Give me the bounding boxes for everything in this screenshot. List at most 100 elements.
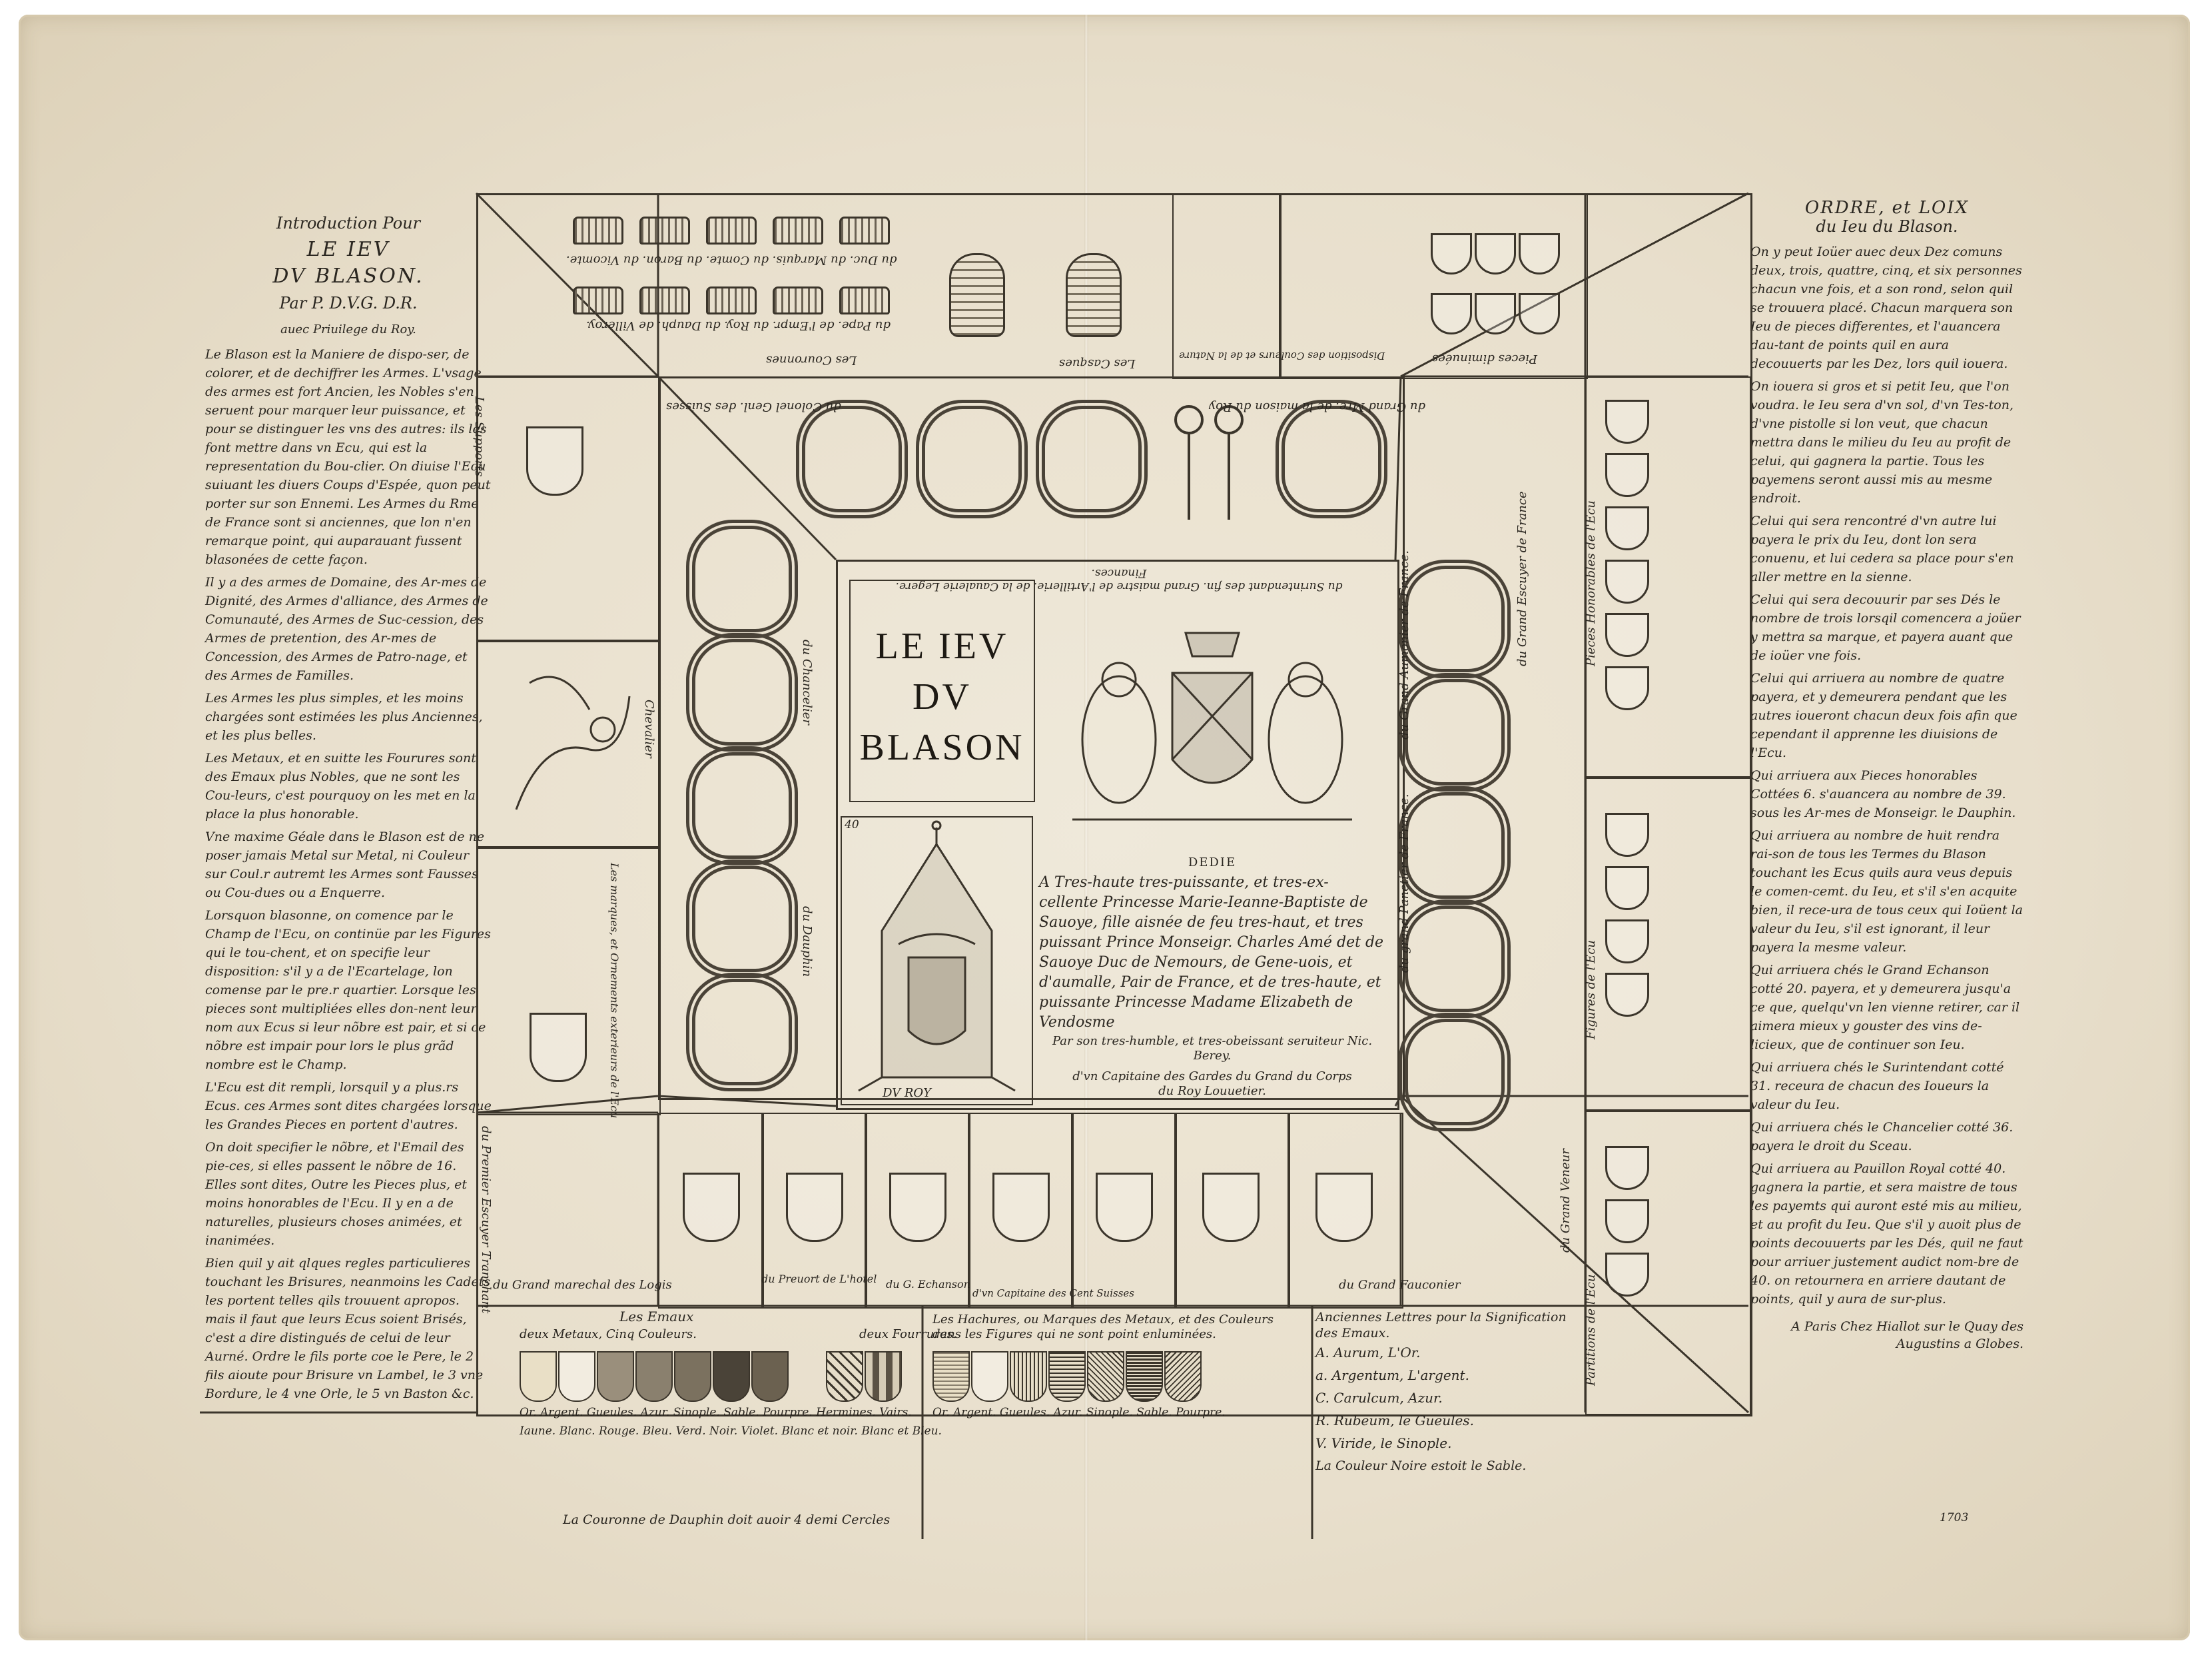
colonel-suisses-label: du Colonel Genl. des Suisses [666, 400, 841, 414]
arms-illustration [1072, 632, 1352, 821]
knight-crest-icon [515, 676, 631, 810]
crown-icon [773, 217, 823, 245]
shield-icon [1519, 233, 1560, 275]
intro-paragraph: Le Blason est la Maniere de dispo-ser, d… [205, 347, 491, 567]
rules-column: ORDRE, et LOIX du Ieu du Blason. On y pe… [1750, 193, 2024, 1353]
hachures-heading: Les Hachures, ou Marques des Metaux, et … [932, 1313, 1274, 1341]
chevalier-label: Chevalier [642, 700, 656, 758]
hatch-argent [971, 1351, 1008, 1402]
figures-label: Figures de l'Ecu [1584, 940, 1598, 1039]
shield-icon [1605, 506, 1649, 550]
title-line-2: DV [913, 676, 972, 718]
wreath-icon [1276, 400, 1387, 518]
wreath-icon [686, 746, 798, 865]
square-disposition [1172, 193, 1282, 379]
intro-author: Par P. D.V.G. D.R. [279, 294, 418, 312]
swatch-or [520, 1351, 557, 1402]
crown-icon [639, 217, 690, 245]
crown-icon [639, 286, 690, 314]
keys-icon [1174, 405, 1244, 520]
square [968, 1113, 1074, 1309]
hatch-or [932, 1351, 970, 1402]
fourrures-heading: deux Fourrures. [859, 1327, 957, 1341]
shield-icon [1605, 866, 1649, 910]
crown-icon [773, 286, 823, 314]
grand-escuyer-label: du Grand Escuyer de France [1515, 491, 1529, 666]
hatch-pourpre [1164, 1351, 1202, 1402]
rules-paragraph: Celui qui arriuera au nombre de quatre p… [1750, 671, 2018, 760]
intro-column: Introduction Pour LE IEV DV BLASON. Par … [205, 212, 492, 1531]
emaux-row1-names: Or. Argent. Gueules. Azur. Sinople. Sabl… [520, 1406, 912, 1419]
square [1288, 1113, 1403, 1309]
square-figures [1585, 776, 1751, 1112]
rules-paragraph: Qui arriuera chés le Chancelier cotté 36… [1750, 1120, 2014, 1153]
rules-paragraph: On iouera si gros et si petit Ieu, que l… [1750, 379, 2014, 506]
hatch-gueules [1010, 1351, 1047, 1402]
emaux-panel: Les Emaux deux Metaux, Cinq Couleurs. de… [480, 1306, 1312, 1532]
swatch-sinople [674, 1351, 711, 1402]
center-bottom-caption: d'vn Capitaine des Gardes du Grand du Co… [1072, 1069, 1352, 1098]
rules-paragraph: Qui arriuera au nombre de huit rendra ra… [1750, 828, 2023, 955]
title-line-3: BLASON [859, 727, 1025, 768]
partitions-label: Partitions de l'Ecu [1584, 1274, 1598, 1386]
premier-escuyer-label: du Premier Escuyer Tranchant [479, 1126, 493, 1314]
center-fold [1084, 15, 1088, 1640]
crown-icon [573, 217, 623, 245]
royal-pavilion-square [841, 816, 1033, 1105]
square [1071, 1113, 1177, 1309]
lettres-line: C. Carulcum, Azur. [1315, 1390, 1443, 1406]
intro-paragraph: Lorsquon blasonne, on comence par le Cha… [205, 908, 491, 1072]
title-box: LE IEV DV BLASON [849, 580, 1035, 802]
echanson-label: du G. Echanson [886, 1278, 970, 1291]
intro-paragraph: Les Metaux, et en suitte les Fourures so… [205, 751, 476, 822]
crown-icon [839, 217, 890, 245]
wreath-icon [916, 400, 1028, 518]
hatch-sable [1126, 1351, 1163, 1402]
swatch-vairs [865, 1351, 902, 1402]
lettres-line: V. Viride, le Sinople. [1315, 1435, 1452, 1451]
shield-icon [1605, 560, 1649, 604]
lettres-line: A. Aurum, L'Or. [1315, 1345, 1421, 1361]
preuost-label: du Preuort de L'hotel [761, 1273, 877, 1285]
shield-icon [1605, 919, 1649, 963]
wreath-icon [1399, 673, 1511, 792]
wreath-icon [686, 859, 798, 978]
square-supports [476, 376, 661, 642]
crowns-caption-b: du Pape. de l'Empr. du Roy. du Dauph. de… [586, 318, 891, 332]
shield-icon [1605, 613, 1649, 657]
couronnes-label: Les Couronnes [766, 353, 857, 367]
pieces-diminuees-label: Pieces diminuées [1432, 352, 1538, 366]
hachures-names: Or. Argent. Gueules. Azur. Sinople. Sabl… [932, 1406, 1226, 1419]
crown-icon [706, 286, 757, 314]
wreath-icon [1399, 560, 1511, 678]
shield-icon [1475, 233, 1516, 275]
shield-icon [1605, 1253, 1649, 1297]
intro-title-1: LE IEV [306, 238, 390, 261]
wreath-icon [1036, 400, 1148, 518]
grand-panetier-label: du grand Panetier de France. [1397, 794, 1411, 973]
crown-icon [839, 286, 890, 314]
hatch-azur [1048, 1351, 1086, 1402]
rules-title: ORDRE, et LOIX [1804, 198, 1970, 218]
veneur-label: du Grand Veneur [1559, 1149, 1573, 1253]
shield-icon [1096, 1173, 1153, 1242]
dauphin-label: du Dauphin [800, 906, 814, 977]
wreath-icon [1399, 1013, 1511, 1131]
intro-paragraph: On doit specifier le nõbre, et l'Email d… [205, 1140, 467, 1248]
emaux-title: Les Emaux [619, 1309, 694, 1325]
grand-mareschal-label: du Grand marechal des Logis [493, 1278, 672, 1292]
shield-icon [1605, 813, 1649, 857]
intro-title-2: DV BLASON. [272, 265, 424, 288]
lettres-footer: La Couleur Noire estoit le Sable. [1315, 1458, 1527, 1473]
shield-icon [1605, 1199, 1649, 1243]
shield-icon [1475, 293, 1516, 334]
imprint: A Paris Chez Hiallot sur le Quay des Aug… [1791, 1319, 2024, 1351]
swatch-hermines [826, 1351, 863, 1402]
wreath-icon [1399, 786, 1511, 905]
shield-icon [1605, 666, 1649, 710]
lettres-line: a. Argentum, L'argent. [1315, 1367, 1469, 1383]
square-pieces-honorables [1585, 376, 1751, 779]
swatch-argent [558, 1351, 595, 1402]
intro-paragraph: Il y a des armes de Domaine, des Ar-mes … [205, 575, 488, 683]
shield-icon [526, 426, 583, 496]
